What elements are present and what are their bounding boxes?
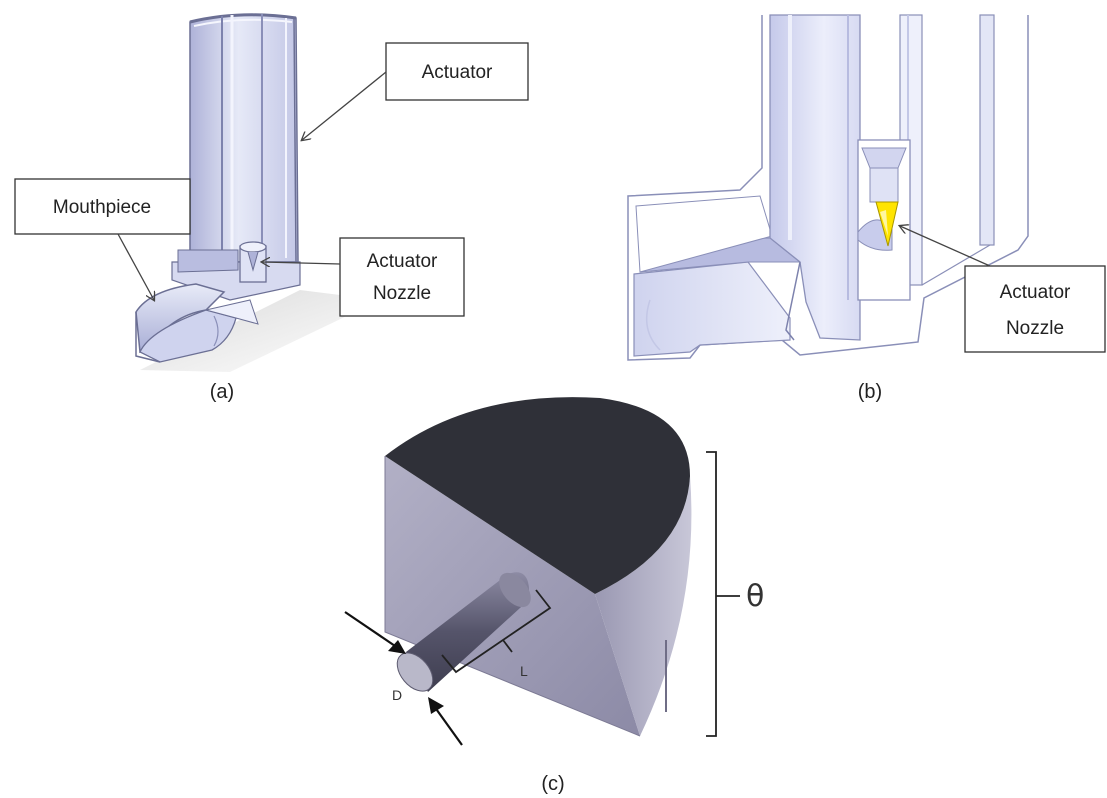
nozzle-cylinder <box>396 572 531 692</box>
panel-c: D L θ (c) <box>344 397 764 795</box>
nozzle-label-a-line1: Actuator <box>367 251 438 272</box>
caption-c: (c) <box>541 773 564 795</box>
panel-b: Actuator Nozzle (b) <box>627 14 1106 403</box>
dimension-theta-label: θ <box>746 579 764 614</box>
mouthpiece-callout: Mouthpiece <box>14 178 191 300</box>
mouthpiece-body <box>135 283 259 363</box>
wedge-top-cap <box>385 397 690 594</box>
dimension-theta: θ <box>706 451 764 737</box>
dimension-d: D <box>344 611 463 746</box>
caption-a: (a) <box>210 381 234 403</box>
actuator-label: Actuator <box>422 62 493 83</box>
panel-a: Actuator Mouthpiece Actuator Nozzle (a) <box>14 13 529 403</box>
wedge-side-face <box>595 476 692 736</box>
actuator-body <box>189 13 299 263</box>
actuator-nozzle-callout-b: Actuator Nozzle <box>900 226 1106 353</box>
nozzle-label-b-line1: Actuator <box>1000 282 1071 303</box>
nozzle-label-a-line2: Nozzle <box>373 283 431 304</box>
actuator-nozzle-callout-a: Actuator Nozzle <box>262 237 465 317</box>
dimension-d-label: D <box>392 687 402 703</box>
dimension-l-label: L <box>520 663 528 679</box>
dimension-l: L <box>441 589 552 679</box>
actuator-tube-b <box>769 14 861 341</box>
caption-b: (b) <box>858 381 882 403</box>
nozzle-label-b-line2: Nozzle <box>1006 318 1064 339</box>
mouthpiece-channel <box>633 261 791 357</box>
actuator-callout: Actuator <box>302 42 529 140</box>
mouthpiece-label: Mouthpiece <box>53 197 151 218</box>
